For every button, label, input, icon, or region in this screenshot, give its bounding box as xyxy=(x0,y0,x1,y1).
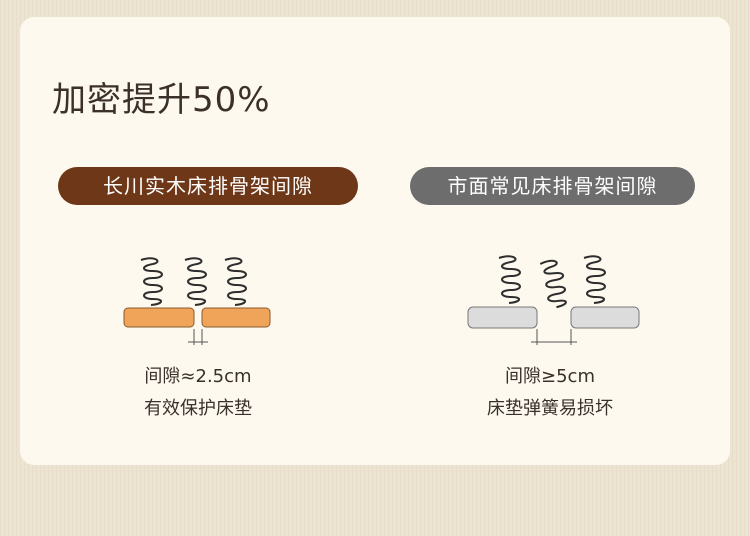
coil-spring-icon xyxy=(583,255,606,304)
left-label-pill: 长川实木床排骨架间隙 xyxy=(58,167,358,205)
coil-spring-icon xyxy=(184,257,207,306)
coil-spring-icon xyxy=(498,255,521,304)
left-note: 有效保护床垫 xyxy=(144,398,252,419)
coil-spring-icon xyxy=(224,257,247,306)
left-slat-diagram xyxy=(123,257,271,345)
coil-spring-icon xyxy=(140,257,163,306)
right-label-pill: 市面常见床排骨架间隙 xyxy=(410,167,695,205)
comparison-card xyxy=(20,17,730,465)
bed-slat xyxy=(123,307,195,328)
coil-spring-icon xyxy=(539,259,567,309)
bed-slat xyxy=(570,306,640,329)
headline: 加密提升50% xyxy=(52,80,271,120)
right-note: 床垫弹簧易损坏 xyxy=(487,398,613,419)
bed-slat xyxy=(467,306,538,329)
bed-slat xyxy=(201,307,271,328)
right-gap-text: 间隙≥5cm xyxy=(505,366,595,387)
left-gap-text: 间隙≈2.5cm xyxy=(144,366,252,387)
right-slat-diagram xyxy=(467,255,640,345)
